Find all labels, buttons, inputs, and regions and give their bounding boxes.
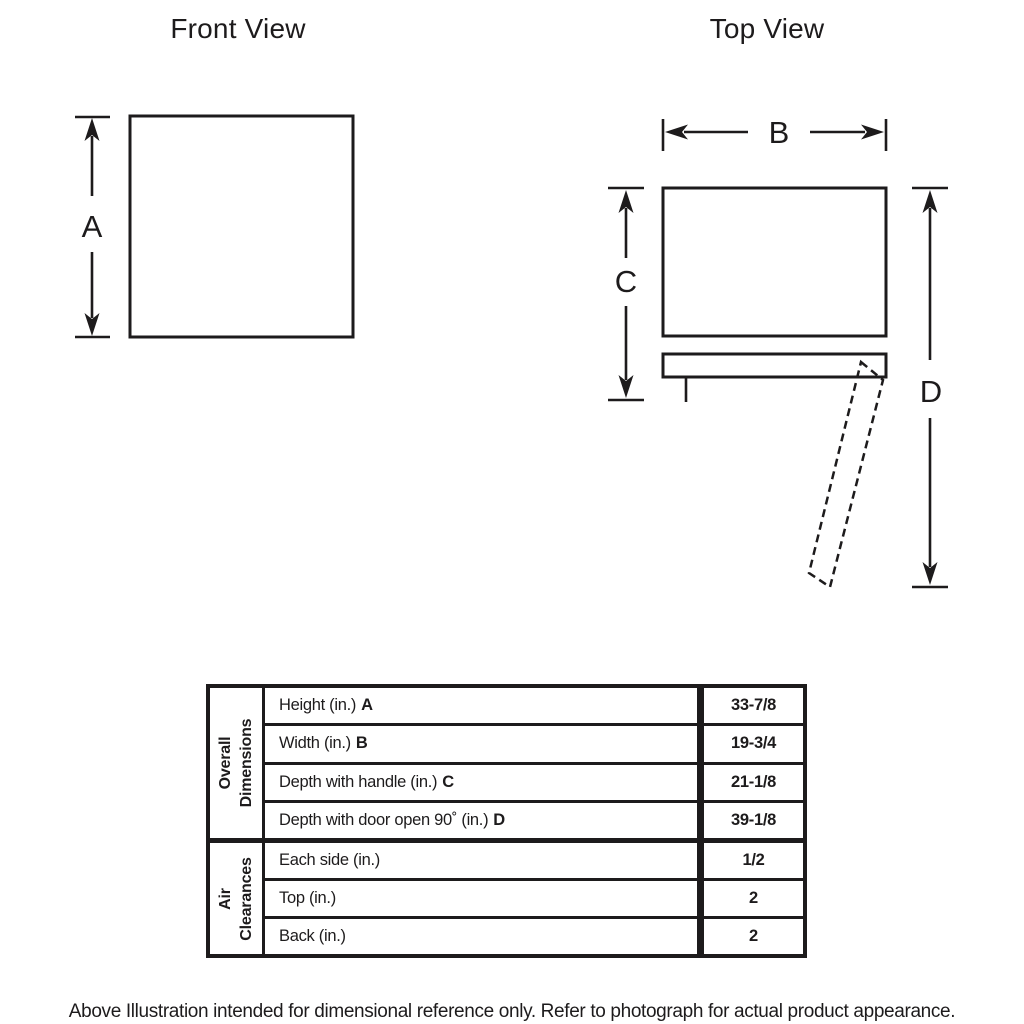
dim-d-arrow: [912, 186, 948, 589]
row-value: 33-7/8: [697, 688, 803, 724]
row-label-text: Width (in.): [279, 734, 351, 753]
top-view-cabinet-outline: [661, 186, 888, 338]
top-view-title: Top View: [710, 13, 825, 44]
row-label: Each side (in.): [265, 843, 697, 878]
row-value: 2: [697, 919, 803, 954]
top-view-door-open-dashed-outline: [807, 359, 885, 590]
dim-d-up-arrowhead: [922, 190, 938, 213]
row-label-text: Depth with door open 90˚ (in.): [279, 810, 489, 829]
group-label-line: Overall: [216, 736, 234, 790]
row-label: Back (in.): [265, 919, 697, 954]
group-label-line: Dimensions: [238, 718, 255, 808]
table-row-width: Width (in.) B 19-3/4: [265, 726, 803, 765]
dim-b-label: B: [769, 115, 790, 150]
overall-dimensions-section: Overall Dimensions Height (in.) A 33-7/8…: [210, 688, 803, 843]
reference-footnote: Above Illustration intended for dimensio…: [68, 1001, 956, 1022]
row-label-text: Top (in.): [279, 889, 336, 907]
row-dim-letter: D: [493, 810, 505, 829]
table-row-each-side: Each side (in.) 1/2: [265, 843, 803, 881]
group-label-line: Air: [216, 887, 234, 910]
dim-d-down-arrowhead: [922, 562, 938, 585]
table-row-top: Top (in.) 2: [265, 881, 803, 919]
dim-c-down-arrowhead: [618, 375, 634, 398]
dim-d-label: D: [920, 374, 942, 409]
overall-dimensions-group-label: Overall Dimensions: [215, 719, 257, 808]
row-dim-letter: C: [442, 772, 454, 791]
top-view-door-outline: [661, 352, 888, 379]
dim-a-down-arrowhead: [84, 313, 100, 336]
row-value: 2: [697, 881, 803, 916]
front-view-outline: [128, 114, 355, 339]
row-label-text: Depth with handle (in.): [279, 772, 438, 791]
row-label-text: Each side (in.): [279, 851, 380, 869]
row-label: Top (in.): [265, 881, 697, 916]
row-value: 39-1/8: [697, 802, 803, 838]
air-clearances-group-label: Air Clearances: [215, 857, 257, 940]
dimension-diagram: Front View A Top View B: [75, 13, 948, 590]
table-row-depth-handle: Depth with handle (in.) C 21-1/8: [265, 764, 803, 803]
dim-a-up-arrowhead: [84, 118, 100, 141]
air-clearances-rows: Each side (in.) 1/2 Top (in.) 2 Back (in…: [265, 843, 803, 954]
row-label: Depth with door open 90˚ (in.) D: [265, 803, 697, 838]
dim-a-arrow: [75, 115, 110, 339]
dim-c-up-arrowhead: [618, 190, 634, 213]
dim-b-arrow: [661, 119, 888, 151]
group-label-line: Clearances: [238, 856, 255, 941]
dim-a-label: A: [82, 209, 103, 244]
overall-dimensions-group-cell: Overall Dimensions: [210, 688, 265, 838]
row-value: 21-1/8: [697, 764, 803, 800]
row-dim-letter: A: [361, 696, 373, 715]
table-row-height: Height (in.) A 33-7/8: [265, 688, 803, 727]
table-row-back: Back (in.) 2: [265, 919, 803, 954]
air-clearances-section: Air Clearances Each side (in.) 1/2 Top (…: [210, 843, 803, 954]
dim-b-left-arrowhead: [665, 124, 688, 140]
front-view-title: Front View: [170, 13, 306, 44]
dim-c-label: C: [615, 264, 637, 299]
row-label-text: Height (in.): [279, 696, 357, 715]
table-row-depth-door-open: Depth with door open 90˚ (in.) D 39-1/8: [265, 802, 803, 838]
row-value: 19-3/4: [697, 726, 803, 762]
dim-c-arrow: [608, 186, 644, 402]
row-label: Height (in.) A: [265, 688, 697, 723]
row-value: 1/2: [697, 843, 803, 878]
row-dim-letter: B: [355, 734, 368, 753]
overall-dimensions-rows: Height (in.) A 33-7/8 Width (in.) B 19-3…: [265, 688, 803, 838]
row-label: Depth with handle (in.) C: [265, 765, 697, 800]
dim-b-right-arrowhead: [861, 124, 884, 140]
dimensions-table: Overall Dimensions Height (in.) A 33-7/8…: [206, 684, 807, 958]
row-label: Width (in.) B: [265, 726, 697, 761]
air-clearances-group-cell: Air Clearances: [210, 843, 265, 954]
row-label-text: Back (in.): [279, 927, 346, 945]
